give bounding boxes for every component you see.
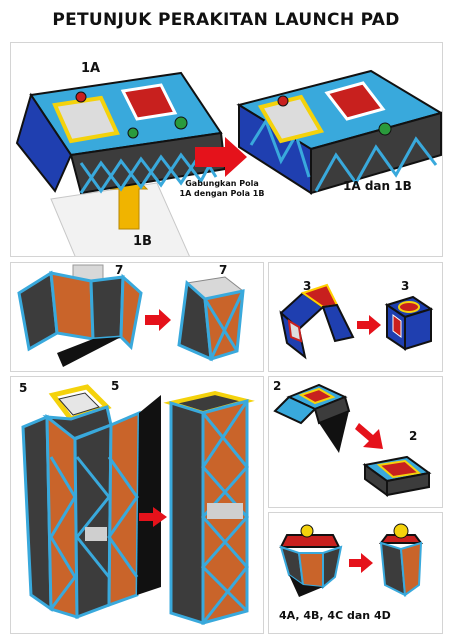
step-5-left-label: 5 — [19, 381, 28, 395]
instruction-line-1: Gabungkan Pola — [185, 179, 259, 188]
instruction-line-2: 1A dengan Pola 1B — [179, 189, 265, 198]
step-7-before-label: 7 — [115, 263, 124, 277]
step-3-illustration — [279, 283, 434, 360]
step-2-before-label: 2 — [273, 379, 282, 393]
step-5-illustration — [21, 384, 255, 626]
red-arrow-right-icon — [145, 309, 171, 331]
result-label-1a-1b: 1A dan 1B — [343, 179, 412, 193]
step-2-illustration — [273, 383, 432, 497]
step-3-before-label: 3 — [303, 279, 312, 293]
red-arrow-right-icon — [139, 507, 167, 527]
step-4-illustration — [279, 523, 423, 597]
red-arrow-right-icon — [349, 553, 373, 573]
step-7-after-label: 7 — [219, 263, 228, 277]
panel-step-5: 5 5 — [10, 376, 264, 634]
panel-step-3: 3 3 — [268, 262, 443, 372]
step-3-after-label: 3 — [401, 279, 410, 293]
step-4-result-label: 4A, 4B, 4C dan 4D — [279, 609, 391, 622]
step-2-after-label: 2 — [409, 429, 418, 443]
red-arrow-down-right-icon — [355, 423, 383, 449]
instruction-text: Gabungkan Pola 1A dengan Pola 1B — [177, 179, 267, 199]
step-7-illustration — [17, 264, 245, 367]
red-arrow-right-icon — [195, 137, 247, 177]
panel-step-1: 1A 1B Gabungkan Pola 1A dengan Pola 1B 1… — [10, 42, 443, 257]
red-arrow-right-icon — [357, 315, 381, 335]
label-1b: 1B — [133, 234, 152, 249]
panel-step-7: 7 7 — [10, 262, 264, 372]
step-1-illustration — [15, 69, 442, 256]
step-5-top-label: 5 — [111, 379, 120, 393]
panel-step-4: 4A, 4B, 4C dan 4D — [268, 512, 443, 634]
panel-step-2: 2 2 — [268, 376, 443, 508]
page-title: PETUNJUK PERAKITAN LAUNCH PAD — [52, 10, 400, 30]
label-1a: 1A — [81, 61, 101, 76]
